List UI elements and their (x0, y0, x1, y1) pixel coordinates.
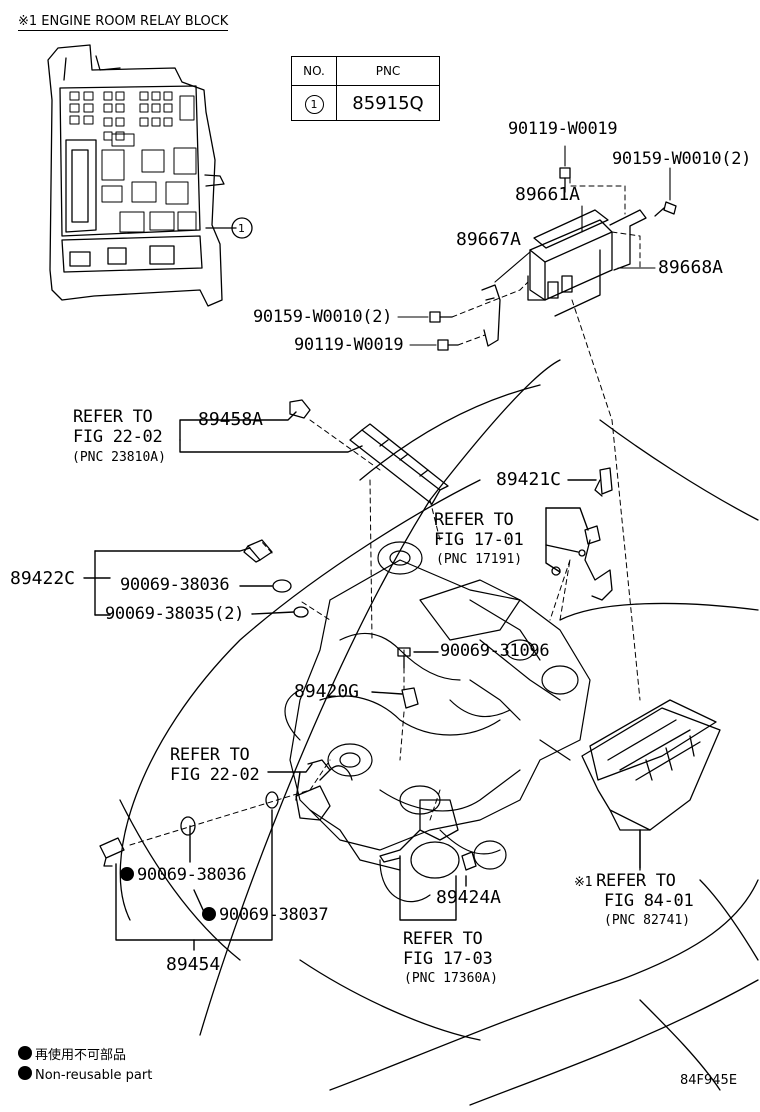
part-90119-w0019-left[interactable]: 90119-W0019 (294, 335, 404, 355)
part-89424a[interactable]: 89424A (436, 887, 502, 908)
ecu-leaders (397, 145, 671, 346)
ref-fig22-02-top-line1: REFER TO (73, 407, 153, 427)
camshaft-sensor-illustration (397, 647, 419, 709)
relay-callout-number: 1 (238, 222, 245, 235)
o2-sensor-illustration (551, 467, 613, 601)
pnc-table-header-no: NO. (291, 56, 337, 86)
part-89668a[interactable]: 89668A (658, 257, 724, 278)
part-89454[interactable]: 89454 (166, 954, 221, 975)
ref-fig84-01-line2[interactable]: FIG 84-01 (604, 891, 694, 911)
pnc-table-row-no: 1 (291, 85, 337, 121)
knock-sensor-illustration (99, 759, 353, 867)
ref-fig17-03-line2[interactable]: FIG 17-03 (403, 949, 493, 969)
non-reusable-marker (120, 867, 134, 881)
ref-fig17-01-line1: REFER TO (434, 510, 514, 530)
relay-block-note: ※1 ENGINE ROOM RELAY BLOCK (18, 14, 229, 31)
legend: 再使用不可部品 Non-reusable part (18, 1044, 152, 1088)
ref-fig22-02-top-pnc: (PNC 23810A) (72, 450, 166, 465)
part-90159-w0010-left[interactable]: 90159-W0010(2) (253, 307, 393, 327)
legend-dot-icon (18, 1066, 32, 1080)
ecu-illustration (481, 209, 647, 347)
ref-fig22-02-top-line2[interactable]: FIG 22-02 (73, 427, 163, 447)
part-90069-31096[interactable]: 90069-31096 (440, 641, 550, 661)
part-89422c[interactable]: 89422C (10, 568, 76, 589)
part-89420g[interactable]: 89420G (294, 681, 360, 702)
dashed-guides (129, 177, 641, 846)
ref-fig17-01-pnc: (PNC 17191) (436, 552, 523, 567)
part-89458a[interactable]: 89458A (198, 409, 264, 430)
relay-bracket-illustration (581, 699, 721, 871)
pnc-table-row-pnc: 85915Q (336, 85, 440, 121)
non-reusable-marker (202, 907, 216, 921)
relay-callout-circle (231, 217, 253, 239)
ref-fig22-02-mid-line2[interactable]: FIG 22-02 (170, 765, 260, 785)
crank-sensor-illustration (379, 799, 477, 871)
part-90159-w0010-right[interactable]: 90159-W0010(2) (612, 149, 752, 169)
fuel-rail-illustration (289, 399, 449, 505)
engine-bay-outline (119, 359, 759, 1106)
callout-brackets (83, 411, 641, 951)
diagram-id: 84F945E (680, 1073, 738, 1088)
ref-fig22-02-mid-line1: REFER TO (170, 745, 250, 765)
part-90069-38037[interactable]: 90069-38037 (202, 906, 329, 925)
part-90069-38036-lower[interactable]: 90069-38036 (120, 866, 247, 885)
ref-fig84-01-pnc: (PNC 82741) (604, 913, 691, 928)
relay-block-illustration (47, 44, 225, 307)
part-90069-38035[interactable]: 90069-38035(2) (105, 604, 245, 624)
engine-illustration (284, 541, 591, 903)
pnc-table: NO. PNC 1 85915Q (291, 56, 440, 121)
part-89421c[interactable]: 89421C (496, 469, 562, 490)
part-89667a[interactable]: 89667A (456, 229, 522, 250)
part-89661a[interactable]: 89661A (515, 184, 581, 205)
part-90119-w0019-top[interactable]: 90119-W0019 (508, 119, 618, 139)
legend-row-english: Non-reusable part (18, 1066, 152, 1088)
ref-fig17-03-pnc: (PNC 17360A) (404, 971, 498, 986)
part-90069-38036-upper[interactable]: 90069-38036 (120, 575, 230, 595)
legend-dot-icon (18, 1046, 32, 1060)
pnc-table-header-pnc: PNC (336, 56, 440, 86)
legend-row-japanese: 再使用不可部品 (18, 1044, 152, 1066)
ref-fig17-01-line2[interactable]: FIG 17-01 (434, 530, 524, 550)
ref-fig17-03-line1: REFER TO (403, 929, 483, 949)
temp-sensor-illustration (243, 539, 309, 618)
